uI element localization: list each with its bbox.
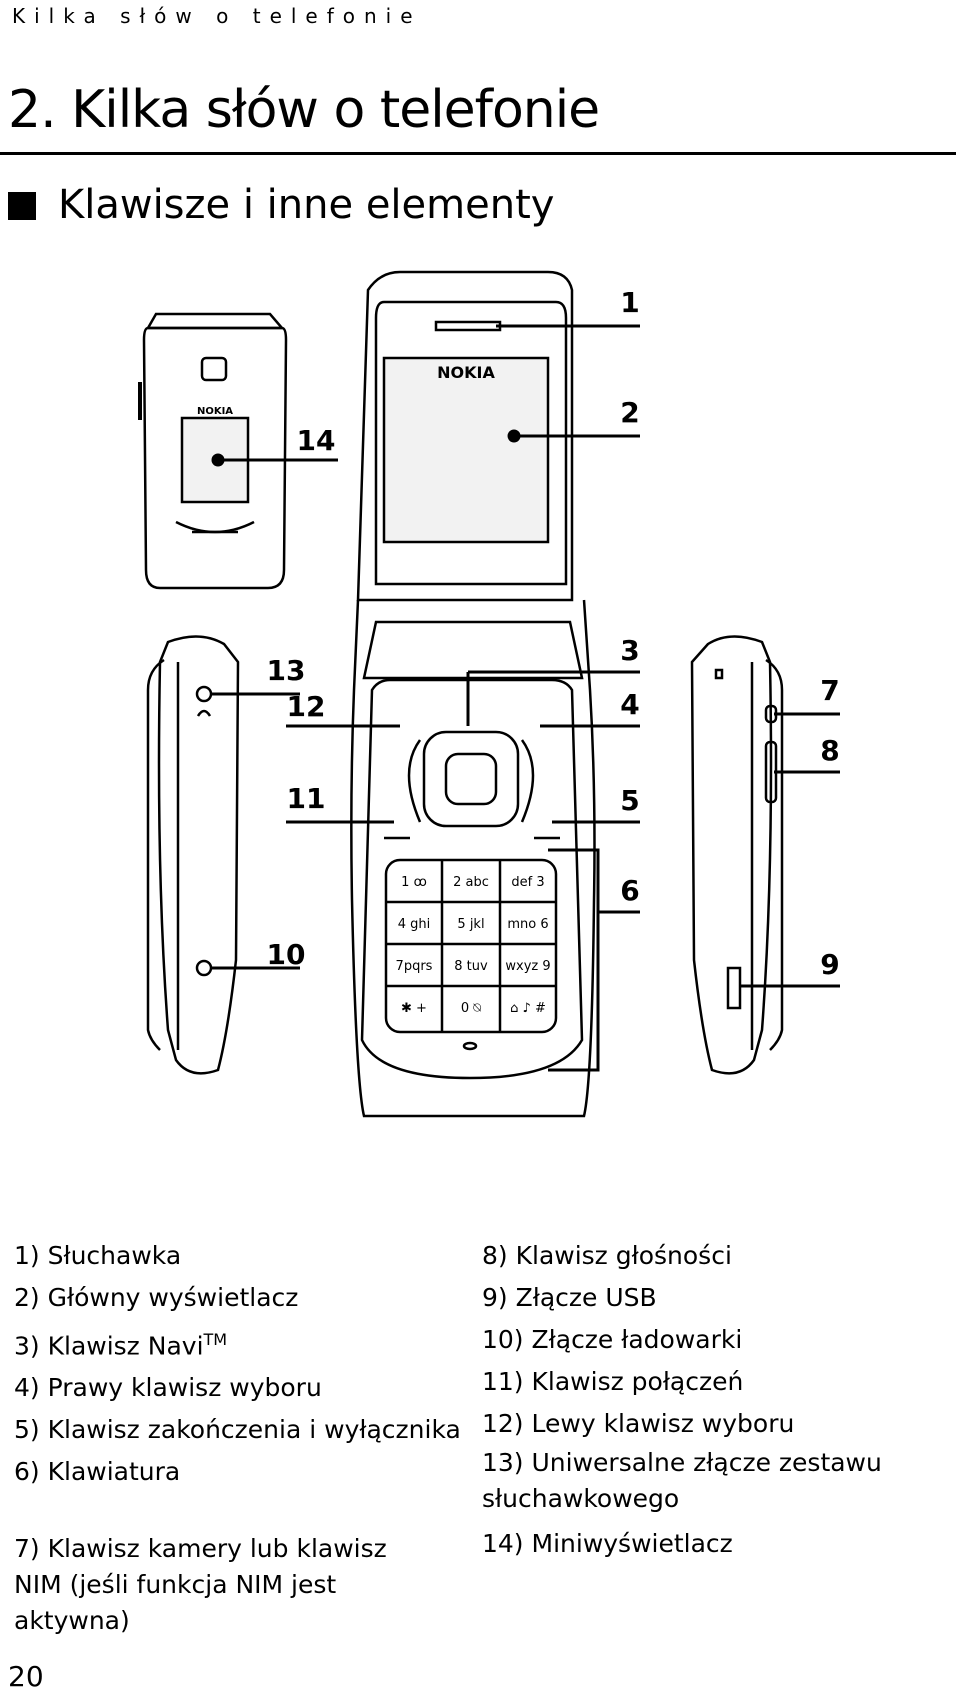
trademark-sup: TM [203,1330,228,1349]
phone-figure: NOKIA NOKIA 1 ꝏ 2 abc def 3 4 ghi 5 jkl … [138,270,840,1118]
legend-item: 13) Uniwersalne złącze zestawu słuchawko… [482,1448,882,1513]
legend-item: 5) Klawisz zakończenia i wyłącznika [14,1415,461,1445]
key-7: 7pqrs [396,959,433,974]
legend-item: 10) Złącze ładowarki [482,1325,743,1354]
legend-item: 3) Klawisz NaviTM [14,1319,474,1367]
running-head: Kilka słów o telefonie [12,4,422,28]
legend-item: 14) Miniwyświetlacz [482,1529,733,1558]
callout-9: 9 [820,948,839,981]
legend-item: 8) Klawisz głośności [482,1241,732,1270]
brand-logo-main: NOKIA [437,363,495,382]
key-hash: ⌂ ♪ # [510,1001,546,1016]
open-phone [350,270,596,1118]
brand-logo-mini: NOKIA [197,406,233,417]
callout-6: 6 [620,874,639,907]
callout-11: 11 [287,782,326,815]
key-1: 1 ꝏ [401,875,427,890]
callout-3: 3 [620,634,639,667]
page-number: 20 [8,1660,44,1693]
callout-10: 10 [267,938,306,971]
callout-4: 4 [620,688,639,721]
legend-item: 2) Główny wyświetlacz [14,1283,299,1312]
key-2: 2 abc [453,875,489,890]
left-side-phone [146,635,240,1075]
legend-item: 4) Prawy klawisz wyboru [14,1373,322,1403]
key-8: 8 tuv [454,959,488,974]
key-4: 4 ghi [398,917,431,932]
legend-item-text: 3) Klawisz Navi [14,1331,204,1361]
legend-item: 11) Klawisz połączeń [482,1367,744,1396]
chapter-rule [0,152,956,155]
key-star: ✱ + [401,1001,427,1016]
key-6: mno 6 [507,917,548,932]
legend-item: 12) Lewy klawisz wyboru [482,1409,795,1438]
section-title: Klawisze i inne elementy [58,182,555,228]
key-9: wxyz 9 [505,959,550,974]
legend-item: 1) Słuchawka [14,1241,182,1270]
right-side-phone [690,635,784,1075]
callout-14: 14 [297,424,336,457]
callout-2: 2 [620,396,639,429]
callout-13: 13 [267,654,306,687]
callout-8: 8 [820,734,839,767]
legend-item: 7) Klawisz kamery lub klawisz NIM (jeśli… [14,1534,387,1636]
legend-item: 6) Klawiatura [14,1457,181,1487]
closed-phone [138,312,288,590]
callout-5: 5 [620,784,639,817]
callout-7: 7 [820,674,839,707]
callout-12: 12 [287,690,326,723]
legend-item: 9) Złącze USB [482,1283,657,1312]
legend-right-column: 8) Klawisz głośności 9) Złącze USB 10) Z… [482,1235,942,1565]
key-0: 0 ⍉ [461,1001,481,1016]
legend-left-column: 1) Słuchawka 2) Główny wyświetlacz 3) Kl… [14,1235,474,1645]
callout-1: 1 [620,286,639,319]
key-3: def 3 [511,875,544,890]
chapter-title: 2. Kilka słów o telefonie [8,80,600,140]
section-bullet-icon [8,192,36,220]
key-5: 5 jkl [457,917,484,932]
